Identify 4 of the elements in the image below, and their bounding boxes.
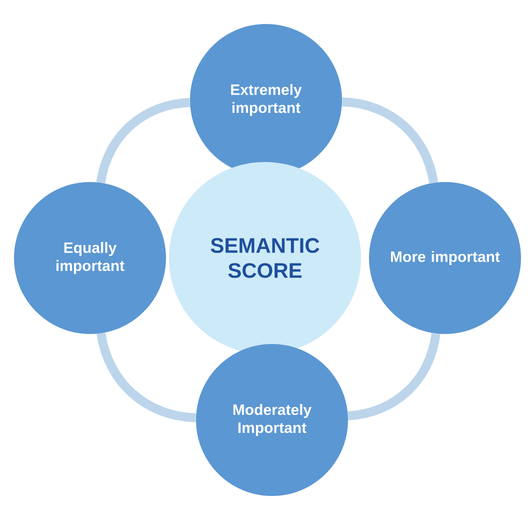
ring-arc (348, 332, 440, 420)
ring-arc (96, 332, 196, 422)
ring-arc (342, 97, 438, 184)
ring-arc (96, 98, 190, 184)
